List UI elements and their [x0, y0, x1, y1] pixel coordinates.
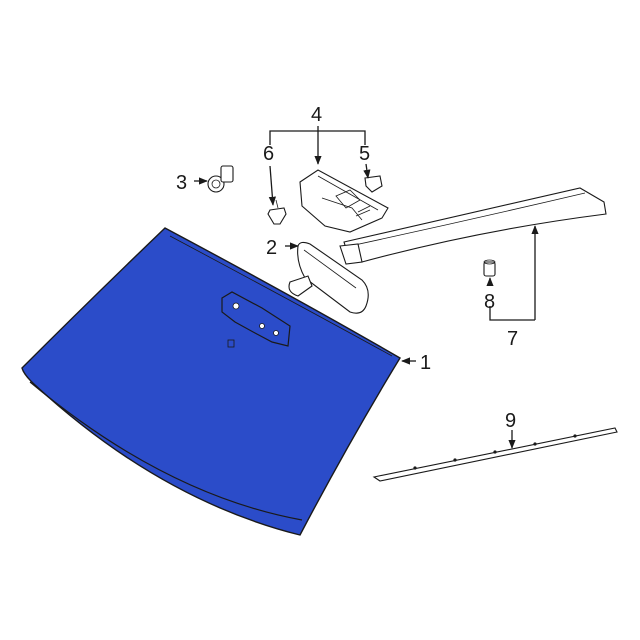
windshield-lower-edge-line — [29, 381, 303, 521]
pillar-trim — [339, 187, 607, 265]
callout-8: 8 — [484, 291, 495, 313]
leader-7-bracket — [489, 306, 535, 321]
leader-6 — [268, 165, 277, 206]
rain-sensor — [207, 165, 234, 193]
callout-7: 7 — [507, 328, 518, 350]
callout-5: 5 — [359, 143, 370, 165]
molding — [372, 427, 618, 482]
mirror-cover — [299, 169, 389, 233]
windshield-upper-edge-line — [169, 235, 393, 357]
callout-2: 2 — [266, 237, 277, 259]
clip-left — [267, 199, 287, 225]
callout-1: 1 — [420, 352, 431, 374]
rear-view-mirror — [288, 241, 369, 314]
callout-9: 9 — [505, 410, 516, 432]
leader-5 — [363, 163, 371, 179]
callout-labels: 1 2 3 4 5 6 7 8 9 — [176, 104, 518, 432]
windshield-glass — [21, 227, 401, 536]
callout-6: 6 — [263, 143, 274, 165]
windshield — [21, 227, 401, 536]
mirror-mount-bracket — [221, 291, 291, 348]
callout-3: 3 — [176, 172, 187, 194]
retainer — [483, 259, 496, 277]
callout-4: 4 — [311, 104, 322, 126]
clip-right — [364, 175, 383, 193]
leader-lines — [194, 126, 539, 449]
